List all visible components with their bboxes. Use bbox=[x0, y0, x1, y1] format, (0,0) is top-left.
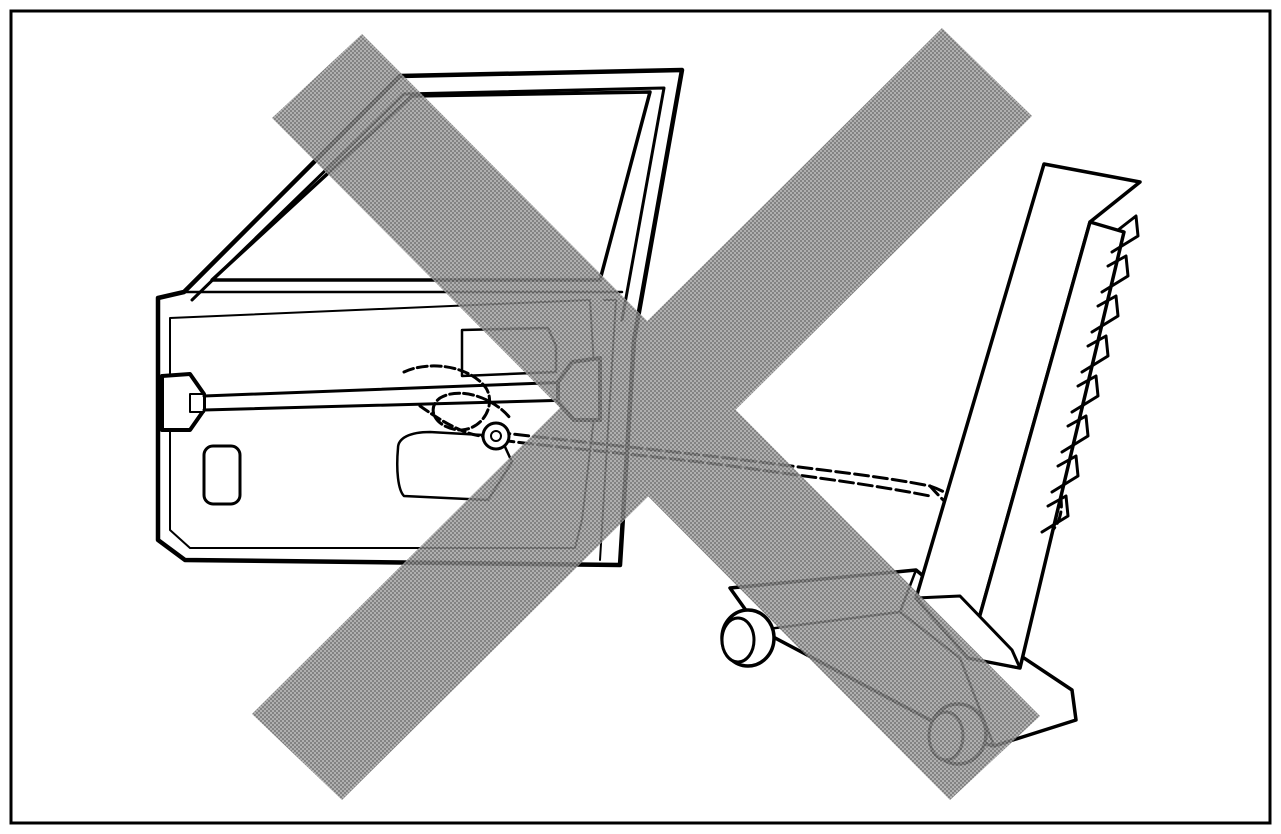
x-mark-icon bbox=[252, 28, 1040, 800]
x-mark-stroke-2 bbox=[252, 28, 1032, 800]
rack-teeth bbox=[1040, 214, 1140, 534]
